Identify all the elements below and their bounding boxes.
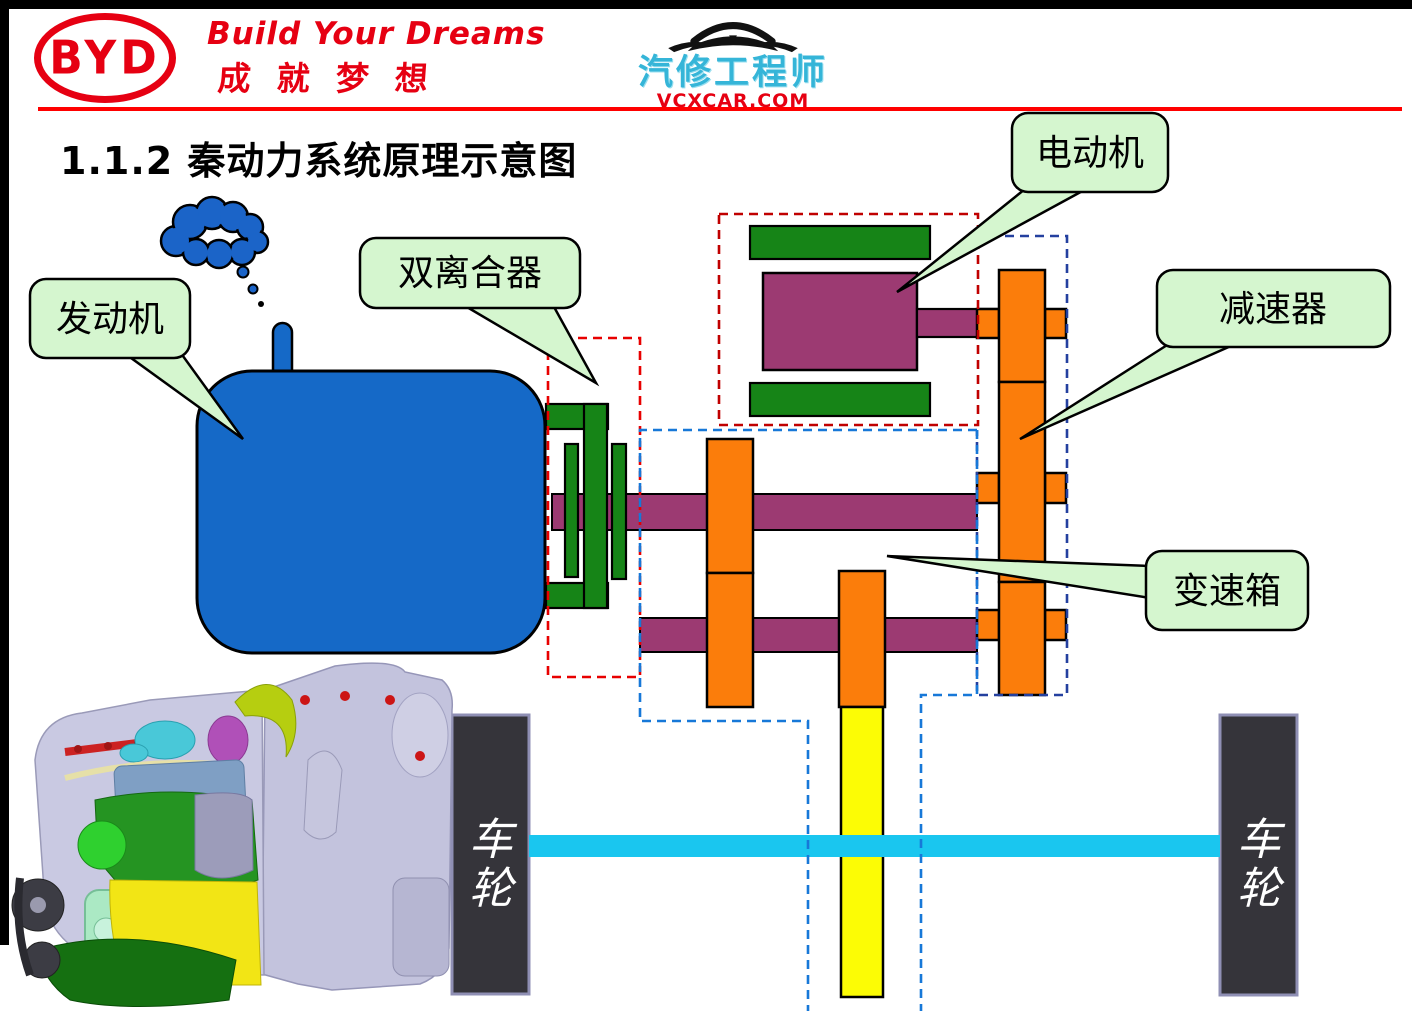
wheel-left-label-top: 车 bbox=[469, 815, 518, 866]
wheel-right-label-top: 车 bbox=[1237, 815, 1286, 866]
gearbox-gear-2 bbox=[837, 569, 887, 709]
electric-motor-assembly bbox=[748, 224, 1003, 418]
wheel-right-label-bottom: 轮 bbox=[1237, 864, 1285, 915]
engine-label: 发动机 bbox=[56, 299, 164, 340]
reducer-gear-stack bbox=[975, 268, 1068, 697]
vcxcar-logo-name: 汽修工程师 bbox=[637, 53, 828, 93]
engine-3d-render bbox=[11, 662, 454, 1007]
byd-logo: BYD bbox=[34, 13, 176, 103]
drive-axle bbox=[529, 835, 1220, 857]
gearbox-label: 变速箱 bbox=[1173, 571, 1281, 612]
vcxcar-logo-site: VCXCAR.COM bbox=[656, 90, 810, 112]
car-silhouette-icon bbox=[668, 22, 798, 53]
clutch-housing-outline bbox=[546, 336, 642, 679]
lay-shaft bbox=[639, 617, 978, 653]
motor-stator-bottom bbox=[748, 381, 932, 418]
gearbox-gear-1 bbox=[705, 437, 755, 709]
exhaust-cloud bbox=[159, 195, 270, 307]
motor-stator-top bbox=[748, 224, 932, 261]
callout-electric-motor: 电动机 bbox=[896, 111, 1170, 294]
callout-engine: 发动机 bbox=[28, 277, 245, 441]
cloud-dot-3 bbox=[258, 301, 264, 307]
wheel-right bbox=[1218, 713, 1299, 997]
wheel-left bbox=[450, 713, 531, 996]
electric-motor-label: 电动机 bbox=[1036, 133, 1144, 174]
cloud-dot-2 bbox=[247, 283, 259, 295]
engine-block bbox=[195, 369, 547, 655]
dual-clutch-assembly bbox=[544, 402, 628, 610]
gearbox-housing-outline bbox=[638, 428, 979, 1011]
dual-clutch-label: 双离合器 bbox=[398, 253, 542, 294]
cloud-dot-1 bbox=[236, 265, 250, 279]
reducer-label: 减速器 bbox=[1219, 289, 1327, 330]
callout-dual-clutch: 双离合器 bbox=[358, 236, 600, 387]
page-title: 1.1.2 秦动力系统原理示意图 bbox=[60, 139, 578, 183]
byd-logo-text: BYD bbox=[49, 31, 161, 85]
page-frame-top bbox=[0, 0, 1412, 9]
header-divider-line bbox=[38, 107, 1402, 111]
vcxcar-logo: 汽修工程师 VCXCAR.COM bbox=[618, 2, 848, 113]
callout-gearbox: 变速箱 bbox=[886, 549, 1310, 632]
motor-rotor bbox=[761, 271, 919, 372]
wheel-left-label-bottom: 轮 bbox=[469, 864, 517, 915]
page-frame-left bbox=[0, 0, 9, 945]
callout-reducer: 减速器 bbox=[1019, 268, 1392, 441]
byd-slogan-english: Build Your Dreams bbox=[207, 16, 546, 52]
motor-housing-outline bbox=[717, 212, 980, 427]
